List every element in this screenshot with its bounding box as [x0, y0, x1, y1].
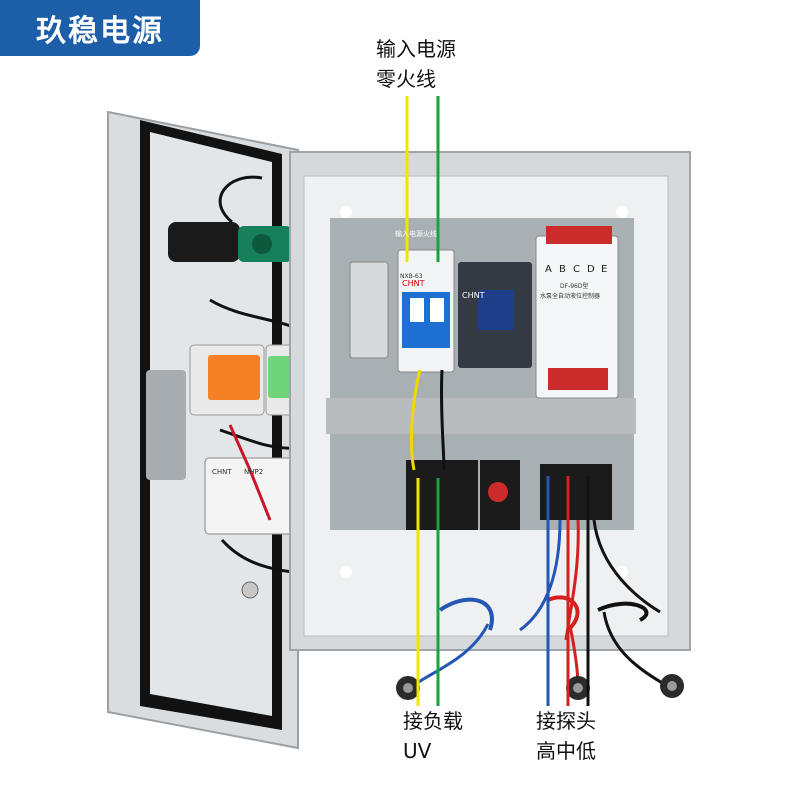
- contactor: [458, 262, 532, 368]
- brand-banner: 玖稳电源: [0, 0, 200, 56]
- cable-gland-icon: [241, 581, 259, 599]
- open-door: [107, 110, 315, 750]
- callout-load: 接负载 UV: [403, 706, 463, 766]
- breaker: [397, 249, 455, 373]
- callout-load-line2: UV: [403, 739, 432, 763]
- cabinet-body: [289, 151, 691, 651]
- callout-probe-line2: 高中低: [536, 739, 596, 763]
- callout-input-line2: 零火线: [376, 67, 436, 91]
- indicator-lamp-icon: [168, 222, 240, 262]
- callout-load-line1: 接负载: [403, 709, 463, 733]
- callout-probe: 接探头 高中低: [536, 706, 596, 766]
- callout-input-power: 输入电源 零火线: [376, 34, 456, 94]
- relay-socket: [349, 261, 389, 359]
- callout-probe-line1: 接探头: [536, 709, 596, 733]
- callout-lines: [405, 96, 590, 706]
- probe-connectors: [396, 674, 684, 700]
- level-controller: [535, 226, 619, 399]
- callout-input-line1: 输入电源: [376, 37, 456, 61]
